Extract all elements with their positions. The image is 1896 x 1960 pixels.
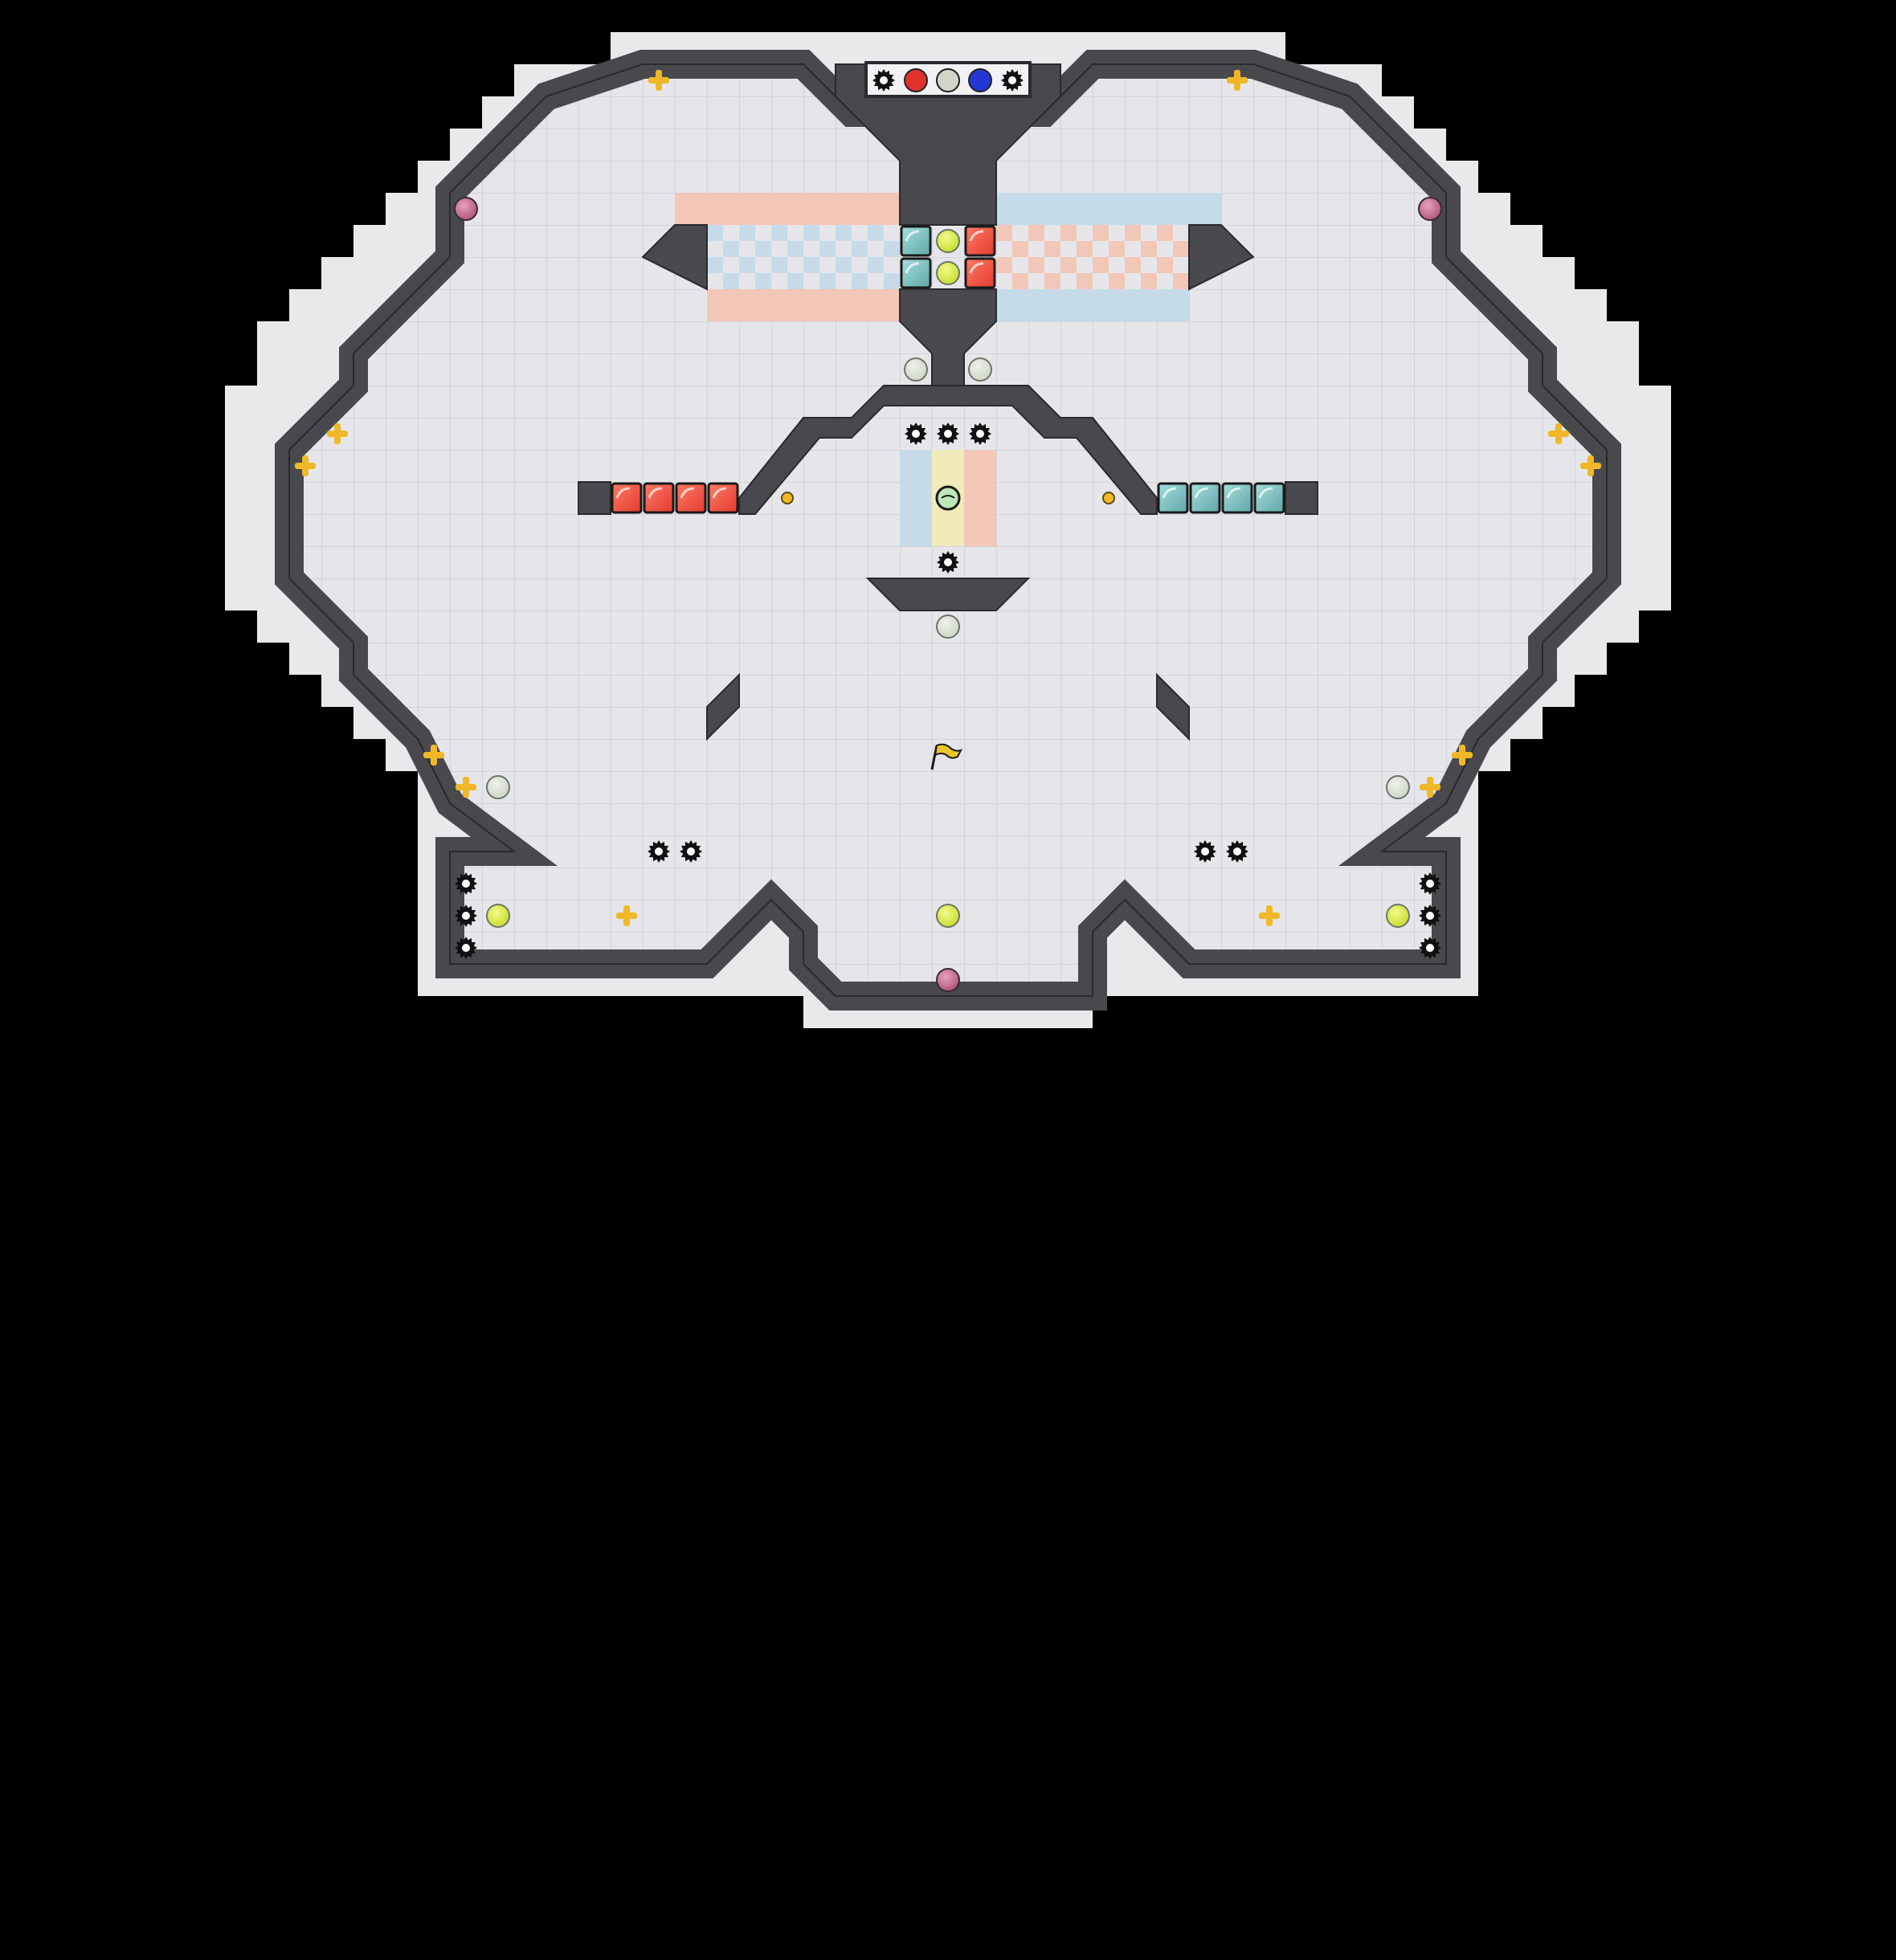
teal-block	[900, 225, 932, 257]
right-deflector	[1188, 224, 1255, 291]
sawblade-icon	[905, 423, 927, 445]
orbs	[454, 68, 1442, 992]
sawblade-icon	[455, 937, 477, 959]
red-zone	[675, 193, 900, 225]
sawblade-icon	[1419, 872, 1441, 895]
blue-dot-icon	[968, 68, 992, 92]
sawblade-icon	[937, 551, 959, 574]
sawblade-icon	[648, 840, 670, 863]
coin	[1102, 492, 1115, 504]
sawblade-icon	[455, 904, 477, 927]
plus-icon	[327, 423, 348, 444]
right-bumper	[1156, 672, 1190, 741]
red-zone	[964, 450, 996, 546]
sawblade-icon	[1419, 904, 1441, 927]
sawblade-icon	[937, 423, 959, 445]
sawblade-icon	[1226, 840, 1248, 863]
top-funnel-wall	[835, 63, 1061, 226]
teal-block	[900, 257, 932, 289]
plus-icon	[1420, 777, 1440, 798]
yellow-orb	[486, 904, 510, 928]
teal-block	[1221, 482, 1253, 514]
yellow-orb	[936, 904, 960, 928]
blue-phase-blocks	[707, 225, 900, 289]
plus-icon	[456, 777, 476, 798]
plus-icon	[1227, 70, 1248, 91]
pink-gem	[936, 968, 960, 992]
pink-gem	[454, 197, 478, 221]
plus-icon	[295, 455, 316, 476]
sawblade-icon	[969, 423, 991, 445]
sawblade-icon	[1001, 69, 1024, 92]
red-block	[611, 482, 643, 514]
interior-walls	[578, 61, 1318, 741]
goal-flag-icon	[930, 743, 962, 770]
red-block	[964, 257, 996, 289]
grey-orb	[1386, 775, 1410, 799]
plus-icon	[1259, 905, 1280, 926]
red-zone	[707, 289, 900, 321]
red-phase-blocks	[996, 225, 1189, 289]
blue-zone	[900, 450, 932, 546]
plus-icon	[648, 70, 669, 91]
yellow-orb	[936, 261, 960, 285]
teal-block	[1253, 482, 1285, 514]
sawblade-icon	[1194, 840, 1216, 863]
red-dot-icon	[904, 68, 928, 92]
red-block	[643, 482, 675, 514]
red-block	[675, 482, 707, 514]
coin	[781, 492, 794, 504]
grey-orb	[486, 775, 510, 799]
blue-zone	[996, 289, 1189, 321]
plus-icon	[1580, 455, 1601, 476]
plus-icon	[423, 745, 444, 766]
blue-zone	[996, 193, 1221, 225]
left-deflector	[641, 224, 708, 291]
sawblade-icon	[1419, 937, 1441, 959]
yellow-orb	[1386, 904, 1410, 928]
plus-icon	[1452, 745, 1473, 766]
blocks	[611, 225, 1285, 514]
sawblade-icon	[680, 840, 702, 863]
left-bumper	[706, 672, 740, 741]
arena-outline	[288, 63, 1608, 997]
plus-pickups	[295, 70, 1601, 926]
sawblades	[455, 69, 1441, 959]
grey-orb	[968, 357, 992, 382]
teal-block	[1189, 482, 1221, 514]
plus-icon	[616, 905, 637, 926]
center-roof-wall	[738, 385, 1158, 515]
yellow-orb	[936, 229, 960, 253]
plus-icon	[1548, 423, 1569, 444]
grey-orb	[904, 357, 928, 382]
zones	[675, 193, 1221, 546]
left-ledge-cap	[578, 481, 611, 515]
center-trough-wall	[865, 578, 1031, 611]
right-ledge-cap	[1285, 481, 1318, 515]
sawblade-icon	[455, 872, 477, 895]
red-block	[964, 225, 996, 257]
teal-block	[1157, 482, 1189, 514]
red-block	[707, 482, 739, 514]
grey-orb	[936, 615, 960, 639]
player-orb	[935, 485, 961, 511]
grey-dot-icon	[936, 68, 960, 92]
sawblade-icon	[872, 69, 895, 92]
pink-gem	[1418, 197, 1442, 221]
